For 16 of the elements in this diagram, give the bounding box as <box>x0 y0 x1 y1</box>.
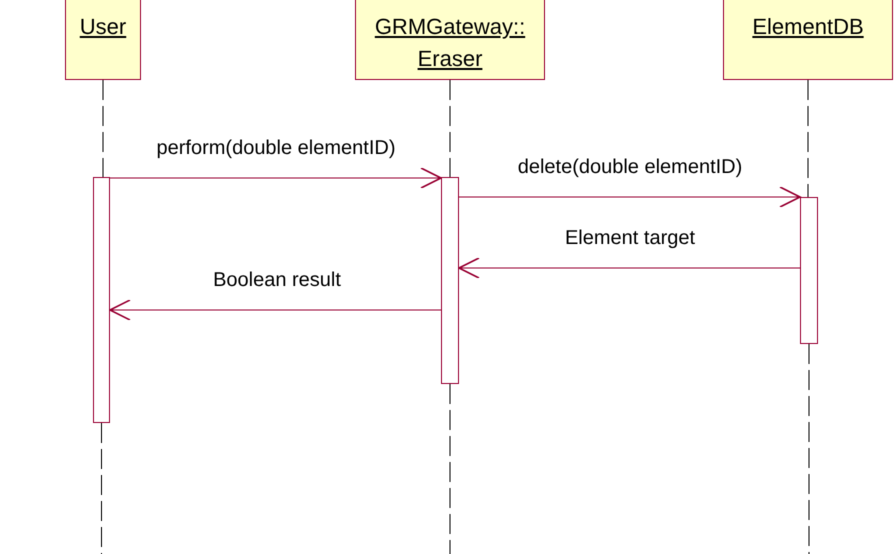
object-name: GRMGateway:: Eraser <box>374 13 526 73</box>
activation-bar <box>441 177 459 384</box>
message-arrow <box>458 257 800 279</box>
message-arrow <box>110 167 442 189</box>
message-arrow <box>109 299 442 321</box>
activation-bar <box>93 177 110 423</box>
activation-bar <box>800 197 818 344</box>
object-name: ElementDB <box>752 13 864 41</box>
lifeline <box>808 344 810 554</box>
object-box <box>355 0 545 80</box>
object-box <box>723 0 893 80</box>
object-box <box>65 0 141 80</box>
object-name: User <box>80 13 126 41</box>
lifeline <box>101 422 102 554</box>
lifeline <box>102 80 104 178</box>
message-arrow <box>458 186 801 208</box>
